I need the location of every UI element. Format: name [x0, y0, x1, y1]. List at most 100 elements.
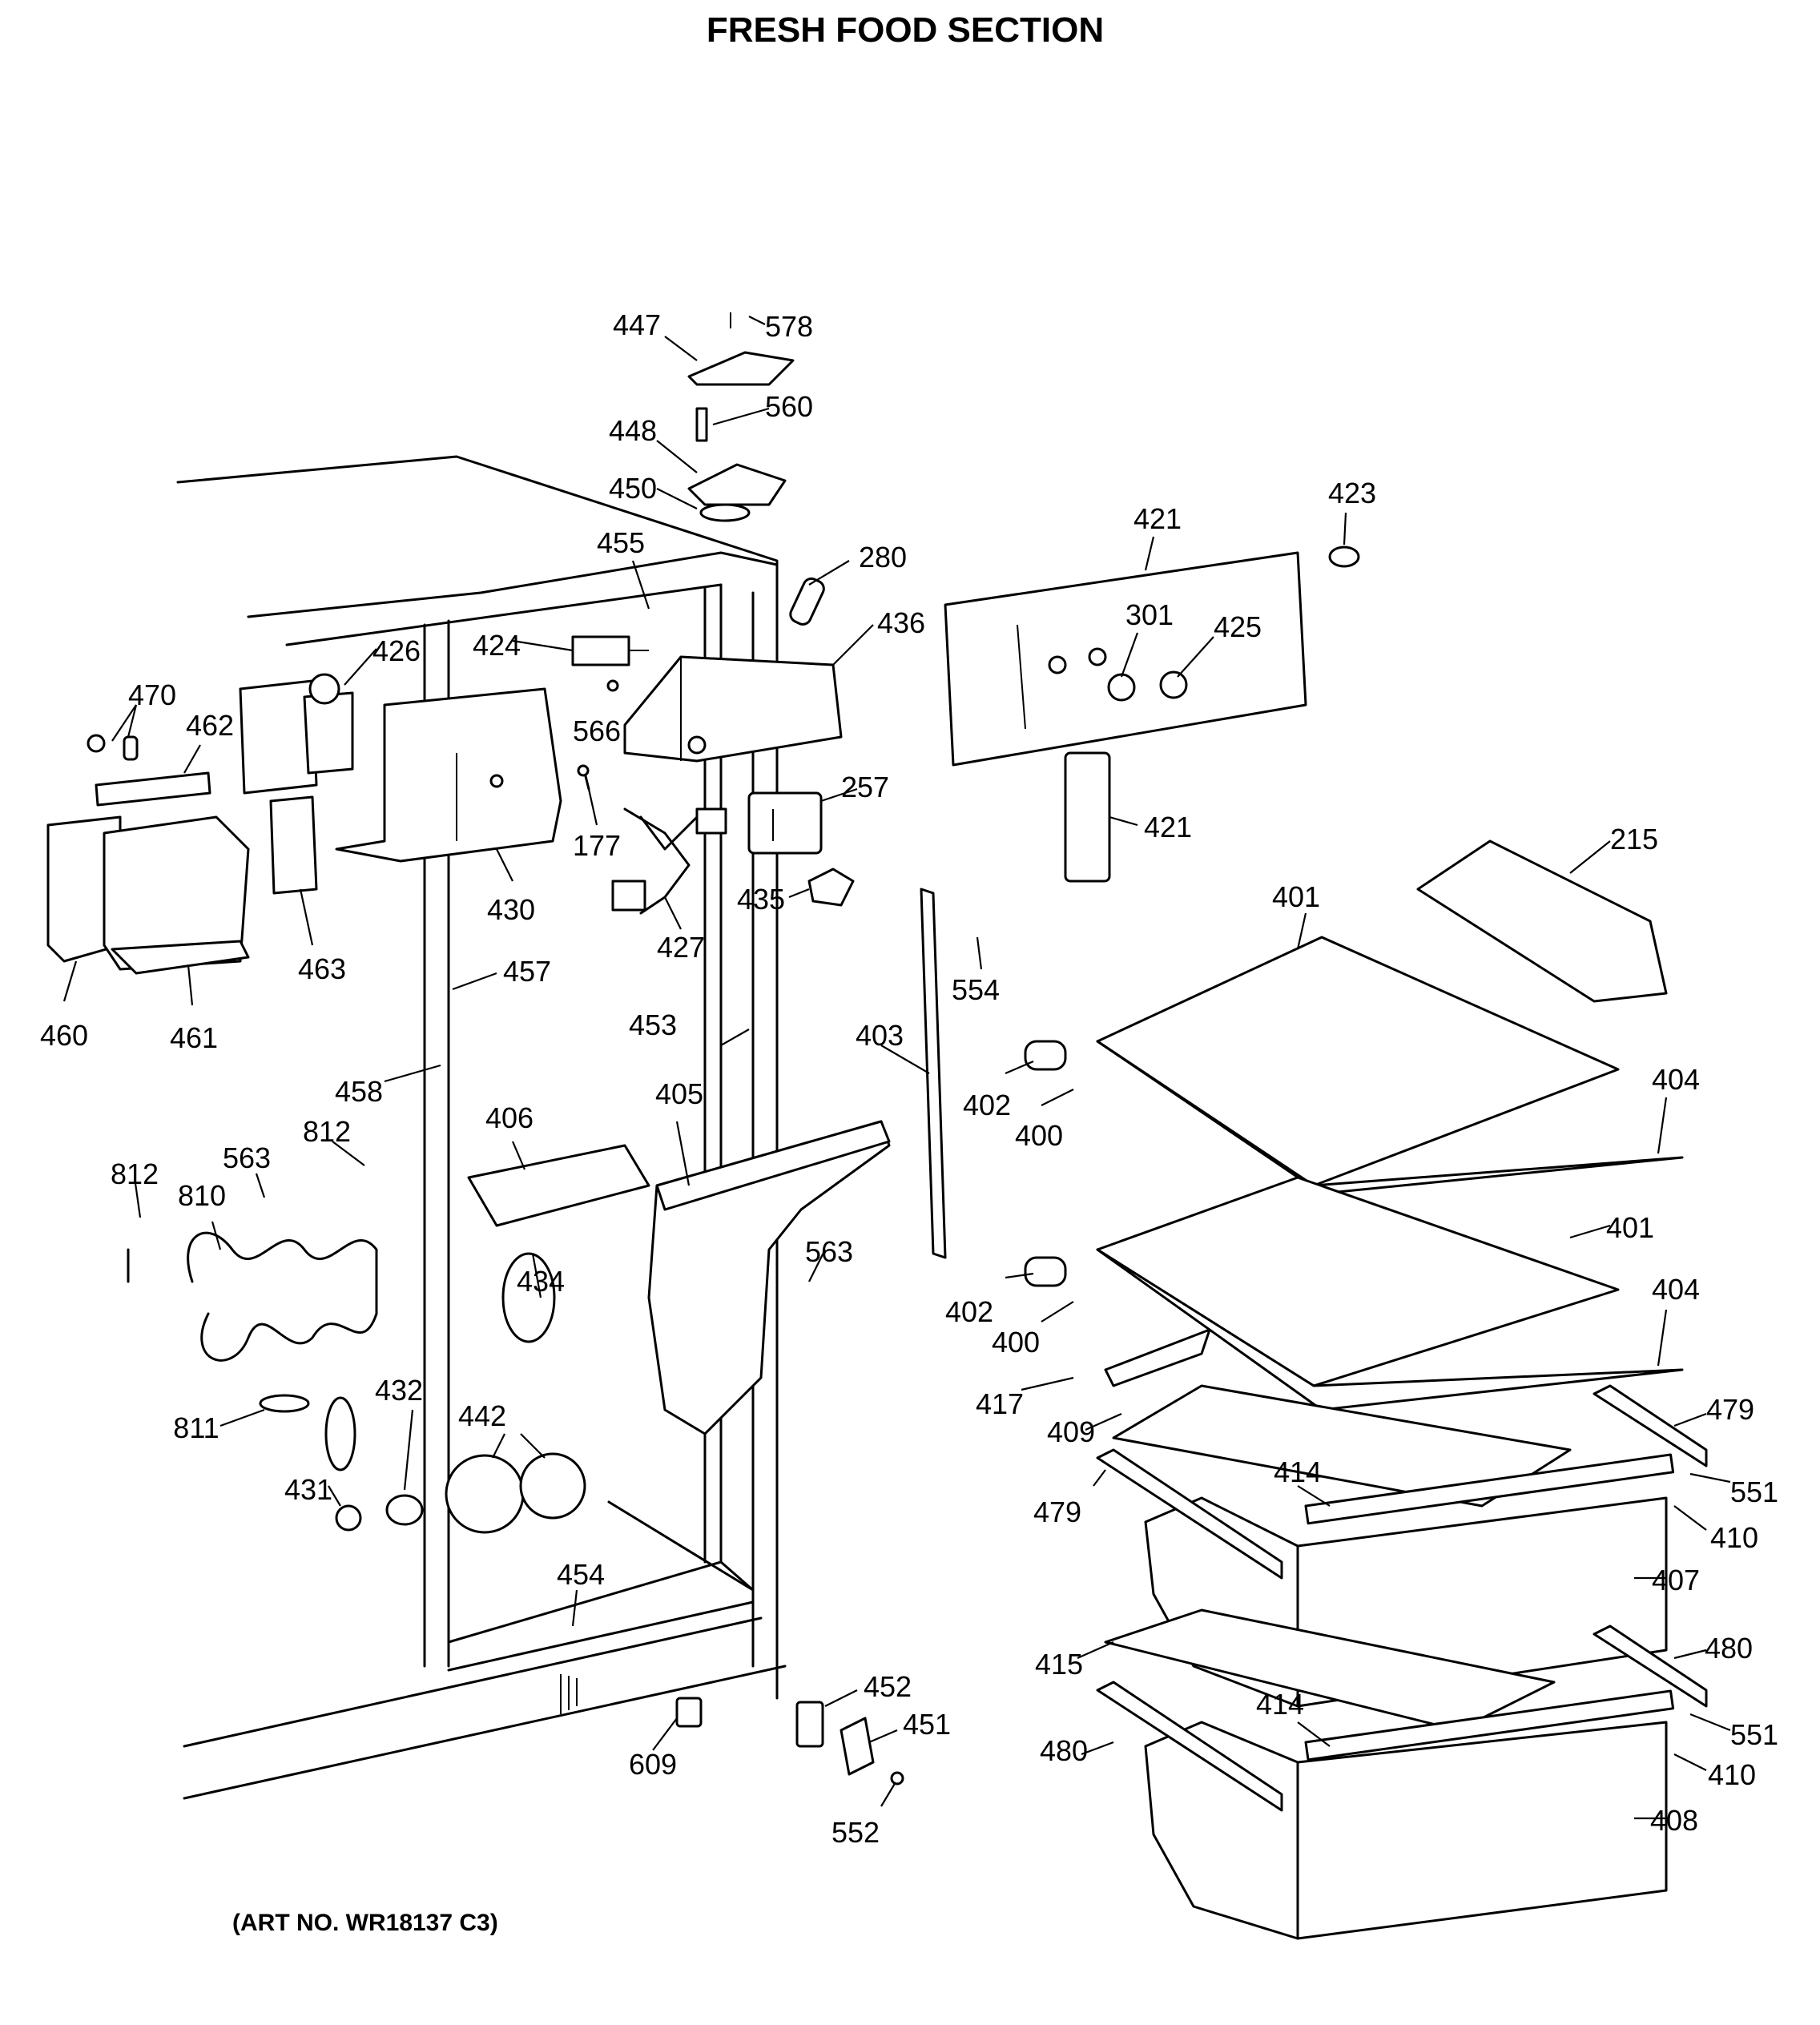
callout-461: 461: [170, 1021, 218, 1054]
callout-455: 455: [597, 526, 645, 559]
callout-430: 430: [487, 893, 535, 926]
art-number: (ART NO. WR18137 C3): [232, 1910, 498, 1936]
callout-405: 405: [655, 1077, 703, 1110]
callout-812-right: 812: [303, 1115, 351, 1148]
callout-457: 457: [503, 955, 551, 988]
callout-427: 427: [657, 931, 705, 964]
callout-458: 458: [335, 1075, 383, 1108]
callout-421-top: 421: [1133, 502, 1182, 535]
callout-404-lower: 404: [1652, 1273, 1700, 1306]
shelf-lower: [1024, 1176, 1684, 1411]
callout-563-left: 563: [223, 1141, 271, 1174]
callout-257: 257: [841, 771, 889, 803]
callout-453: 453: [629, 1008, 677, 1041]
callout-417: 417: [976, 1387, 1024, 1420]
callout-811: 811: [173, 1411, 219, 1444]
callout-400-upper: 400: [1015, 1119, 1063, 1152]
part-421-control-panel: [944, 551, 1307, 767]
part-430-cover: [335, 687, 562, 863]
callout-401-lower: 401: [1606, 1211, 1654, 1244]
callout-552: 552: [831, 1816, 880, 1849]
part-810-heater: [127, 1231, 378, 1362]
callout-404-upper: 404: [1652, 1063, 1700, 1096]
callout-450: 450: [609, 472, 657, 505]
diagram-title: FRESH FOOD SECTION: [707, 10, 1104, 50]
callout-434: 434: [517, 1265, 565, 1298]
callout-436: 436: [877, 606, 925, 639]
callout-563-right: 563: [805, 1235, 853, 1268]
callout-566: 566: [573, 715, 621, 747]
crisper-lower: [1104, 1608, 1675, 1940]
callout-410-lower: 410: [1708, 1758, 1756, 1791]
callout-423: 423: [1328, 477, 1376, 509]
slide-rails: [1096, 1384, 1708, 1812]
part-403-shelf-rail: [920, 888, 947, 1259]
callout-177: 177: [573, 829, 621, 862]
callout-560: 560: [765, 390, 813, 423]
callout-426: 426: [372, 634, 421, 667]
callout-421-shield: 421: [1144, 811, 1192, 843]
callout-401-upper: 401: [1272, 880, 1320, 913]
callout-452: 452: [864, 1670, 912, 1703]
callout-551-lower: 551: [1730, 1718, 1778, 1751]
callout-463: 463: [298, 952, 346, 985]
part-405-duct: [647, 1120, 891, 1435]
callout-406: 406: [485, 1101, 534, 1134]
callout-431: 431: [284, 1473, 332, 1506]
callout-301: 301: [1125, 598, 1174, 631]
callout-402-upper: 402: [963, 1089, 1011, 1121]
callout-479-left: 479: [1033, 1496, 1081, 1528]
part-426-fan-motor: [239, 673, 354, 795]
callout-400-lower: 400: [992, 1326, 1040, 1359]
callout-424: 424: [473, 629, 521, 662]
shelf-upper: [1024, 936, 1684, 1195]
callout-447: 447: [613, 308, 661, 341]
callout-448: 448: [609, 414, 657, 447]
part-811-grille: [259, 1394, 310, 1413]
callout-407: 407: [1652, 1564, 1700, 1596]
callout-470: 470: [128, 678, 176, 711]
callout-454: 454: [557, 1558, 605, 1591]
leader-lines: [62, 316, 1731, 1820]
part-435-socket: [807, 868, 855, 907]
part-257-timer: [747, 791, 823, 855]
part-215-bin: [1416, 839, 1668, 1003]
callout-409: 409: [1047, 1415, 1095, 1448]
part-177-screw: [577, 764, 590, 791]
part-451-452-hinge: [795, 1701, 904, 1785]
part-462-bracket: [95, 771, 211, 807]
part-460-461-housing: [46, 815, 250, 975]
part-406-diffuser: [467, 1144, 650, 1227]
callout-812-left: 812: [111, 1157, 159, 1190]
callout-551-upper: 551: [1730, 1475, 1778, 1508]
part-434-lens: [501, 1252, 556, 1343]
part-427-wiring: [611, 807, 727, 915]
part-470-screws: [87, 734, 139, 761]
callout-425: 425: [1214, 610, 1262, 643]
part-436-control-housing: [623, 655, 843, 763]
callout-442: 442: [458, 1399, 506, 1432]
part-463-clip: [269, 795, 318, 895]
callout-460: 460: [40, 1019, 88, 1052]
callout-554: 554: [952, 973, 1000, 1006]
callout-480-left: 480: [1040, 1734, 1088, 1767]
part-421-light-shield: [1064, 751, 1111, 883]
callout-479-right: 479: [1706, 1393, 1754, 1426]
part-423-knob: [1328, 546, 1360, 568]
part-442-damper: [445, 1452, 586, 1534]
callout-215: 215: [1610, 823, 1658, 855]
part-609-clip: [675, 1697, 703, 1728]
callout-403: 403: [856, 1019, 904, 1052]
callout-408: 408: [1650, 1804, 1698, 1837]
callout-414-lower: 414: [1256, 1688, 1304, 1721]
callout-432: 432: [375, 1374, 423, 1407]
callout-415: 415: [1035, 1648, 1083, 1681]
part-424-thermostat: [571, 635, 649, 666]
callout-labels: 447 578 560 448 450 423 421 455 280 424 …: [40, 308, 1778, 1849]
part-447-448-450-hinge: [687, 312, 795, 522]
callout-609: 609: [629, 1748, 677, 1781]
part-431-432-lamp-parts: [324, 1396, 424, 1532]
callout-280: 280: [859, 541, 907, 574]
callout-435: 435: [737, 883, 785, 916]
